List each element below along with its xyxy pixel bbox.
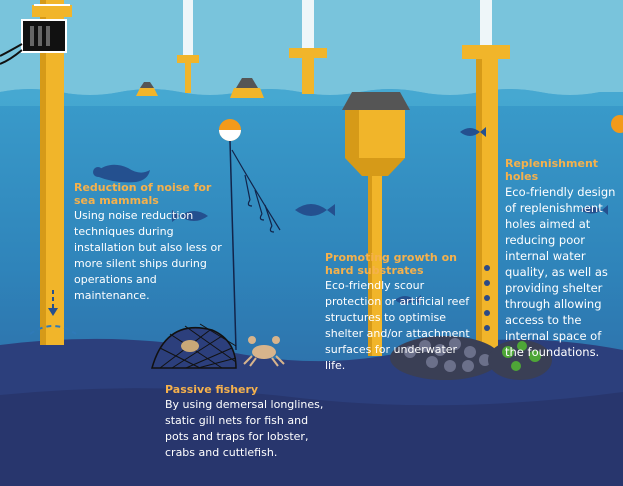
- seabed-deep: [0, 388, 623, 486]
- nacelle-box: [0, 19, 67, 65]
- tower-2: [302, 0, 314, 48]
- callout-growth-body: Eco-friendly scour protection or artific…: [325, 279, 470, 372]
- callout-fishery-body: By using demersal longlines, static gill…: [165, 398, 324, 459]
- tower-1-base: [177, 55, 199, 63]
- callout-noise-reduction: Reduction of noise for sea mammals Using…: [74, 181, 224, 304]
- callout-holes-title: Replenishment holes: [505, 157, 599, 183]
- tower-2-pile: [302, 58, 314, 94]
- fish-icon-2: [172, 210, 208, 222]
- buoy-line: [229, 140, 237, 351]
- tower-3: [480, 0, 492, 45]
- callout-holes-body: Eco-friendly design of replenishment hol…: [505, 185, 616, 359]
- buoy-icon: [219, 119, 241, 141]
- callout-replenishment-holes: Replenishment holes Eco-friendly design …: [505, 157, 623, 360]
- replenishment-holes: [484, 265, 490, 331]
- tower-1: [183, 0, 193, 55]
- right-monopile-shade: [476, 59, 482, 359]
- surface-buoy-left: [136, 82, 158, 96]
- callout-growth-title: Promoting growth on hard substrates: [325, 251, 457, 277]
- longline-hooks-icon: [231, 149, 281, 233]
- tower-3-base: [462, 45, 510, 59]
- seal-icon: [93, 164, 150, 183]
- crab-icon: [243, 336, 285, 367]
- gravity-base-foundation: [342, 92, 410, 356]
- fish-icon: [295, 204, 335, 216]
- fish-icon-3: [460, 127, 486, 137]
- callout-noise-body: Using noise reduction techniques during …: [74, 209, 222, 302]
- callout-hard-substrates: Promoting growth on hard substrates Eco-…: [325, 251, 470, 374]
- buoy-icon-right: [611, 115, 623, 133]
- surface-buoy-middle: [230, 78, 264, 98]
- callout-fishery-title: Passive fishery: [165, 383, 259, 396]
- reef-icon: [390, 336, 552, 380]
- noise-arrow-icon: [29, 290, 77, 335]
- fish-icon-4: [395, 295, 421, 305]
- callout-noise-title: Reduction of noise for sea mammals: [74, 181, 212, 207]
- fish-trap-icon: [151, 323, 237, 369]
- callout-passive-fishery: Passive fishery By using demersal longli…: [165, 383, 325, 461]
- tower-2-base: [289, 48, 327, 58]
- trapped-crab: [181, 340, 199, 352]
- left-transition-piece: [32, 5, 72, 17]
- fish-icon-5: [580, 205, 608, 215]
- left-monopile-shade: [40, 0, 46, 345]
- tower-1-pile: [185, 63, 191, 93]
